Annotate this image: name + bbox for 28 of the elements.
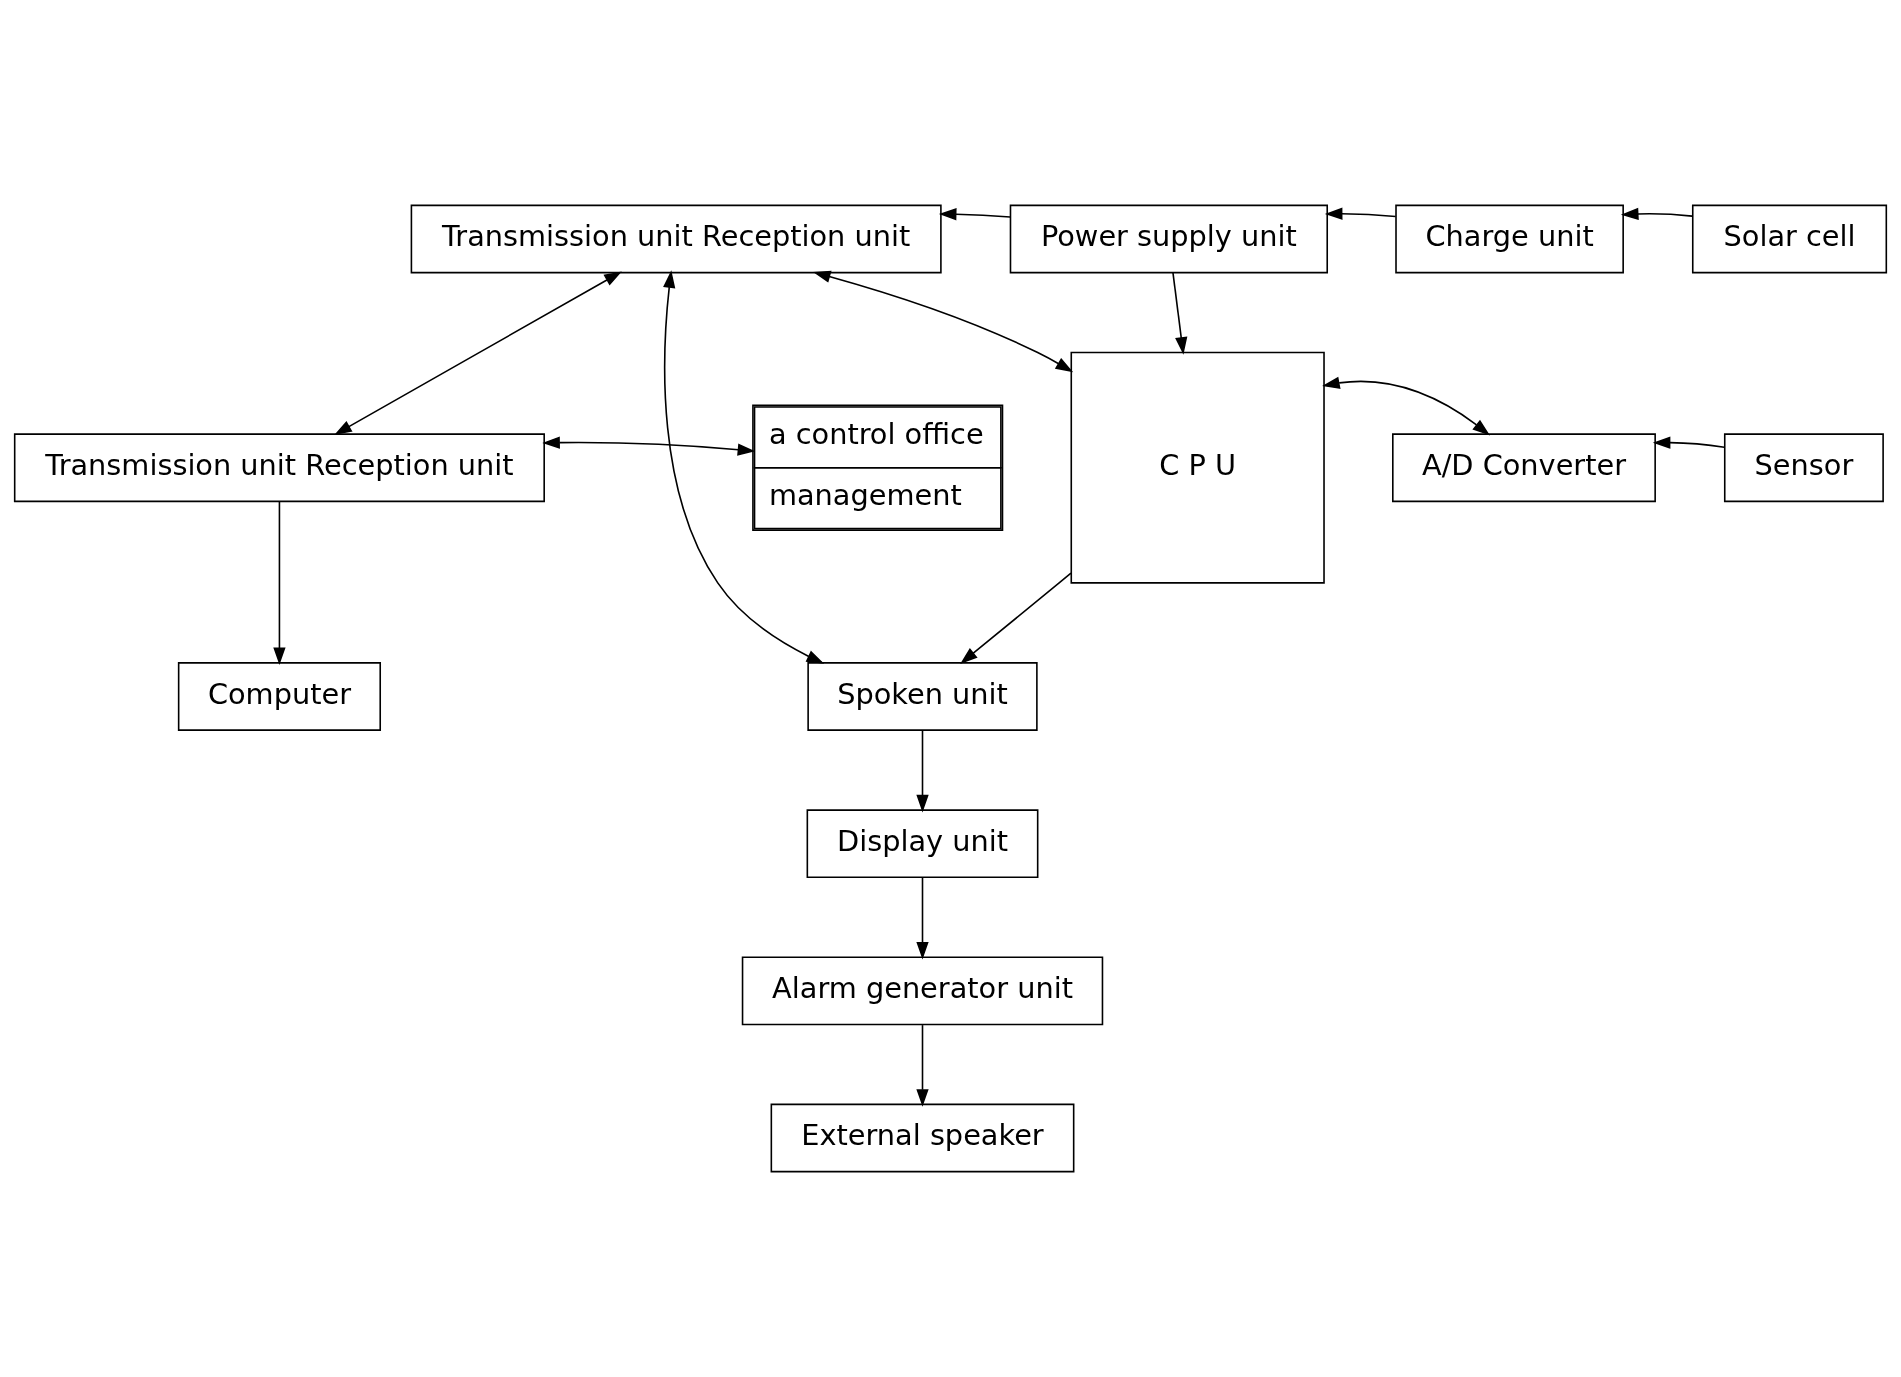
node-box: Power supply unit	[1009, 204, 1328, 274]
arrow	[273, 500, 286, 666]
node-box: Alarm generator unit	[741, 956, 1104, 1026]
node-box: Transmission unit Reception unit	[13, 433, 545, 503]
arrow	[334, 271, 622, 435]
arrow	[812, 270, 1074, 373]
arrow	[1324, 207, 1397, 220]
node-box: Charge unit	[1395, 204, 1624, 274]
arrow	[916, 729, 929, 813]
node-box: A/D Converter	[1392, 433, 1656, 503]
arrow	[542, 436, 756, 456]
node-box: Display unit	[806, 809, 1039, 879]
node-box: Transmission unit Reception unit	[410, 204, 942, 274]
node-box: Computer	[177, 662, 382, 731]
arrow	[916, 1024, 929, 1107]
node-box: C P U	[1070, 351, 1325, 584]
node-box: External speaker	[770, 1103, 1075, 1173]
arrow	[1652, 436, 1726, 449]
node-box: Solar cell	[1691, 204, 1888, 274]
node-box: Sensor	[1723, 433, 1884, 503]
arrow	[1322, 376, 1491, 436]
arrow	[938, 208, 1011, 221]
arrow	[960, 572, 1072, 665]
arrow	[916, 877, 929, 960]
arrow	[663, 270, 825, 664]
arrow	[1172, 272, 1188, 355]
arrow	[1620, 207, 1693, 221]
node-box: Spoken unit	[807, 662, 1038, 731]
